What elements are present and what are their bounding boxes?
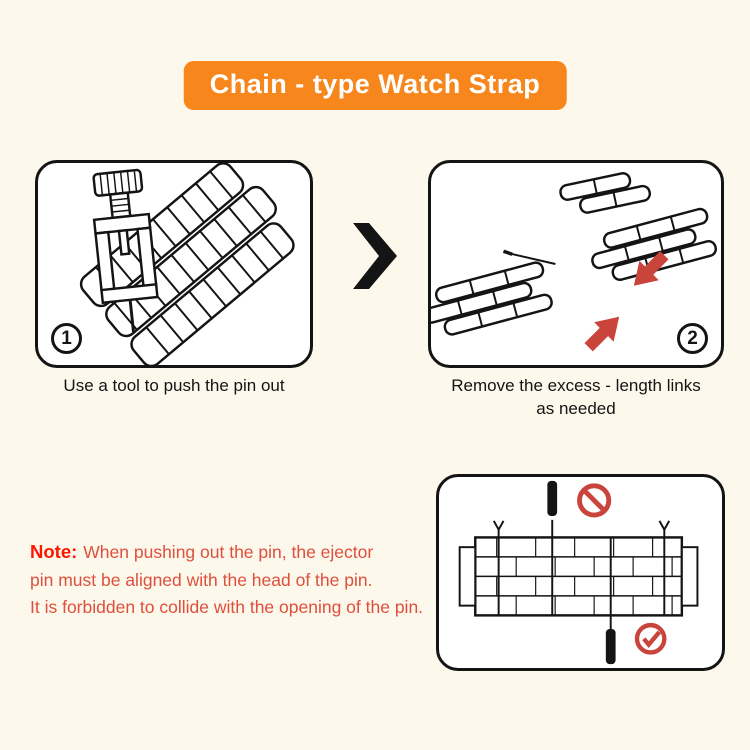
step1-panel: 1	[35, 160, 313, 368]
page-title: Chain - type Watch Strap	[209, 69, 541, 99]
link-remover-tool	[92, 168, 159, 333]
push-pin-tool-illustration	[79, 163, 295, 365]
ejector-rod-bottom	[605, 629, 616, 665]
pin-alignment-panel	[436, 474, 725, 671]
title-banner: Chain - type Watch Strap	[183, 61, 567, 110]
note-text: Note:When pushing out the pin, the eject…	[30, 538, 462, 621]
next-step-arrow-icon	[351, 223, 399, 294]
check-circle-icon	[634, 622, 667, 655]
remove-links-illustration	[431, 172, 718, 357]
left-bracelet-segment	[431, 261, 553, 336]
bracelet-cross-section	[458, 536, 699, 617]
no-entry-icon	[577, 483, 612, 518]
step1-caption: Use a tool to push the pin out	[63, 376, 285, 395]
note-line-1-text: When pushing out the pin, the ejector	[83, 542, 374, 562]
step2-caption-line-2: as needed	[536, 398, 616, 418]
step2-panel: 2	[428, 160, 724, 368]
step2-caption-line-1: Remove the excess - length links	[451, 376, 701, 395]
step2-number: 2	[687, 327, 698, 349]
loose-pin	[502, 249, 556, 265]
link-pins	[492, 519, 671, 631]
step1-number-badge: 1	[51, 323, 82, 354]
step2-number-badge: 2	[677, 323, 708, 354]
note-line-1: Note:When pushing out the pin, the eject…	[30, 538, 462, 567]
pin-alignment-illustration	[458, 480, 699, 665]
ejector-rod-top	[547, 480, 558, 516]
note-line-2: pin must be aligned with the head of the…	[30, 569, 373, 590]
note-label: Note:	[30, 541, 78, 562]
step2-caption: Remove the excess - length links as need…	[428, 375, 724, 421]
detached-links	[559, 172, 652, 214]
step1-number: 1	[61, 327, 72, 349]
note-line-3: It is forbidden to collide with the open…	[30, 596, 424, 617]
red-arrow-icon	[578, 307, 629, 357]
